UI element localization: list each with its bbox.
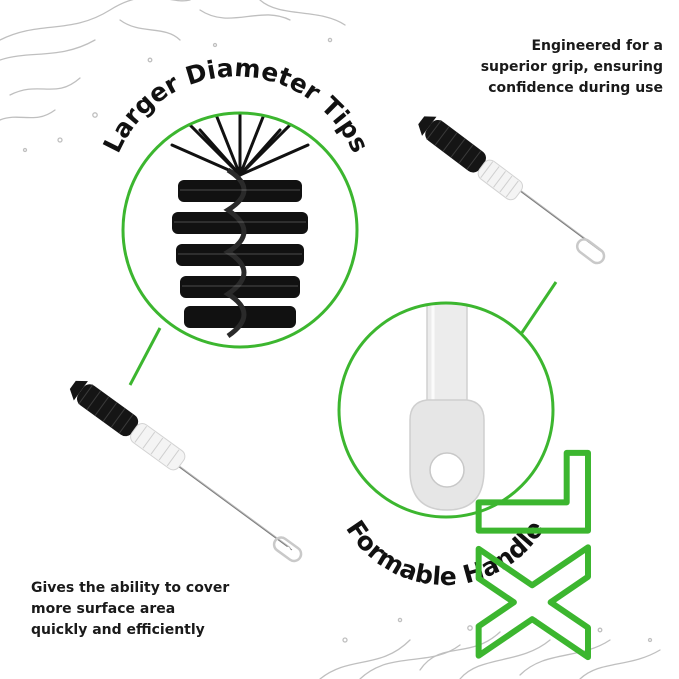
xl-badge: XL [450,449,624,660]
bottle-brush-icon [69,380,303,563]
caption-line: confidence during use [488,80,663,96]
caption-line: superior grip, ensuring [480,59,663,75]
handle-closeup [409,303,485,511]
water-splash-icon [0,0,346,153]
bottle-brush-icon [418,116,606,265]
bristle-closeup [170,113,310,339]
tips-connector-line [128,327,162,386]
caption-line: quickly and efficiently [31,622,205,638]
caption-line: more surface area [31,601,176,617]
handle-zoom-circle [337,301,555,519]
tips-zoom-circle [121,111,359,349]
water-splash-icon [319,617,661,679]
bottom-left-caption: Gives the ability to cover more surface … [31,578,291,641]
caption-line: Gives the ability to cover [31,580,230,596]
caption-line: Engineered for a [531,38,663,54]
top-right-caption: Engineered for a superior grip, ensuring… [413,36,663,99]
